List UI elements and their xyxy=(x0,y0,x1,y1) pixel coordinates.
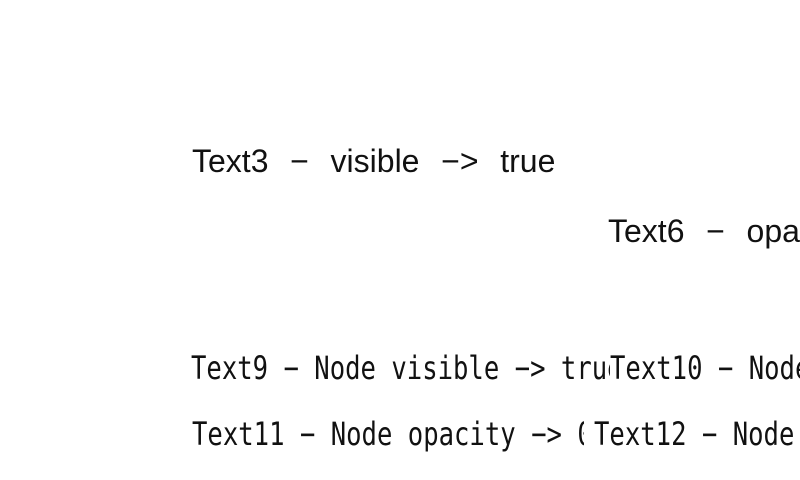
text9-label: Text9 − Node visible −> true xyxy=(191,349,610,387)
text10-clip-box: Text10 − Node xyxy=(610,349,800,395)
text10-label: Text10 − Node xyxy=(610,349,800,387)
text3-label: Text3 − visible −> true xyxy=(192,143,556,179)
text11-clip-box: Text11 − Node opacity −> 0 xyxy=(192,415,584,461)
text12-label: Text12 − Node xyxy=(594,415,795,453)
text11-label: Text11 − Node opacity −> 0 xyxy=(192,415,584,453)
text12-clip-box: Text12 − Node xyxy=(594,415,800,461)
text6-label: Text6 − opacity xyxy=(608,213,800,249)
text9-clip-box: Text9 − Node visible −> true xyxy=(191,349,610,395)
